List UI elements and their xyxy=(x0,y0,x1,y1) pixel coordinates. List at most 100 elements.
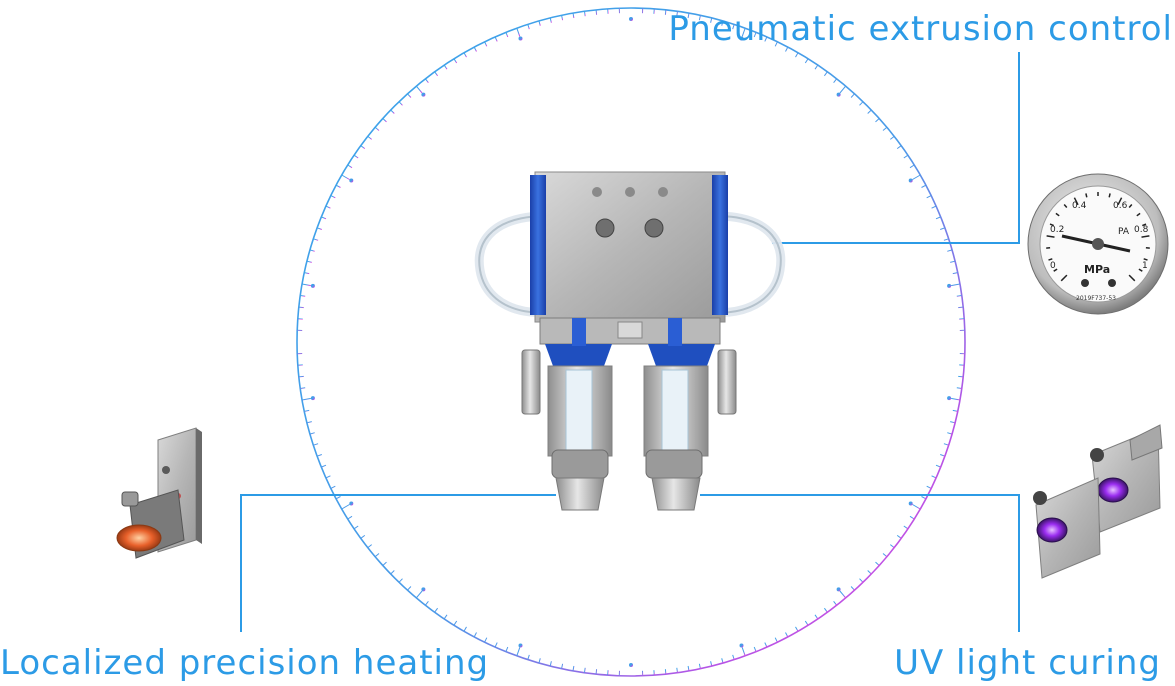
ring-tick xyxy=(398,578,403,583)
ring-tick xyxy=(909,515,915,520)
ring-tick xyxy=(956,295,962,297)
ring-tick xyxy=(527,654,530,660)
ring-tick xyxy=(309,249,315,252)
ring-tick xyxy=(814,614,819,620)
ring-tick xyxy=(882,553,888,558)
gauge-tick-mark xyxy=(1117,197,1123,206)
ring-tick xyxy=(341,504,350,510)
ring-tick xyxy=(875,561,880,566)
ring-tick xyxy=(912,504,921,510)
ring-tick xyxy=(538,658,541,664)
pressure-gauge: 0 0.2 0.4 0.6 0.8 1 PA MPa 2019F737-53 xyxy=(1027,173,1169,315)
gauge-tick-0: 0 xyxy=(1050,261,1056,271)
ring-tick xyxy=(443,614,448,620)
gauge-tick-mark xyxy=(1142,223,1147,227)
ring-tick xyxy=(875,118,880,123)
gauge-tick-mark xyxy=(1128,204,1133,208)
gauge-tick-mark xyxy=(1053,268,1058,272)
ring-tick xyxy=(453,620,458,626)
ring-dot xyxy=(836,92,841,97)
ring-tick xyxy=(584,667,586,673)
ring-tick xyxy=(341,174,350,180)
ring-tick xyxy=(785,632,789,638)
gauge-serial: 2019F737-53 xyxy=(1076,295,1116,302)
ring-tick xyxy=(732,654,735,660)
gauge-tick-mark xyxy=(1128,274,1136,282)
ring-tick xyxy=(313,238,319,241)
ring-tick xyxy=(584,11,586,17)
ring-tick xyxy=(527,24,530,30)
ring-tick xyxy=(698,15,701,21)
ring-tick xyxy=(360,534,366,539)
ring-tick xyxy=(839,590,847,599)
ring-dot xyxy=(739,643,744,648)
ring-tick xyxy=(814,64,819,70)
ring-tick xyxy=(710,661,713,667)
ring-tick xyxy=(676,667,678,673)
ring-tick xyxy=(795,626,799,632)
ring-tick xyxy=(549,17,552,23)
ring-tick xyxy=(950,421,956,424)
ring-tick xyxy=(300,295,306,297)
ring-tick xyxy=(867,109,872,114)
ring-tick xyxy=(425,600,429,606)
ring-tick xyxy=(561,663,564,669)
ring-dot xyxy=(421,92,426,97)
ring-tick xyxy=(951,283,960,287)
gauge-tick-mark xyxy=(1049,223,1054,227)
ring-tick xyxy=(664,669,667,675)
ring-tick xyxy=(425,78,429,84)
ring-tick xyxy=(367,544,373,548)
gauge-tick-mark xyxy=(1055,212,1060,217)
gauge-tick-mark xyxy=(1136,212,1141,217)
gauge-tick-mark xyxy=(1073,197,1079,206)
ring-tick xyxy=(367,136,373,140)
ring-tick xyxy=(912,174,921,180)
ring-tick xyxy=(721,20,724,26)
ring-dot xyxy=(518,36,523,41)
ring-tick xyxy=(889,136,895,140)
ring-tick xyxy=(882,126,888,131)
ring-tick xyxy=(463,626,467,632)
ring-tick xyxy=(505,646,509,652)
connector-pneumatic xyxy=(772,52,1020,244)
ring-tick xyxy=(473,46,477,52)
ring-tick xyxy=(741,27,746,37)
ring-tick xyxy=(453,58,458,64)
gauge-tick-mark xyxy=(1108,193,1111,198)
ring-tick xyxy=(753,32,757,38)
ring-tick xyxy=(741,647,746,657)
ring-tick xyxy=(415,590,423,599)
ring-tick xyxy=(407,93,412,98)
ring-tick xyxy=(859,578,864,583)
ring-tick xyxy=(958,375,964,378)
ring-tick xyxy=(850,586,855,591)
ring-tick xyxy=(795,52,799,58)
ring-dot xyxy=(947,396,952,401)
ring-tick xyxy=(353,154,359,159)
gauge-tick-mark xyxy=(1060,274,1068,282)
ring-tick xyxy=(494,36,498,42)
ring-tick xyxy=(330,195,336,199)
ring-tick xyxy=(321,216,327,220)
ring-dot xyxy=(349,178,354,183)
ring-tick xyxy=(595,9,598,15)
ring-tick xyxy=(950,260,956,263)
ring-tick xyxy=(325,475,331,479)
ring-tick xyxy=(347,515,353,520)
ring-tick xyxy=(958,306,964,309)
ring-dot xyxy=(908,501,913,506)
ring-tick xyxy=(710,17,713,23)
ring-tick xyxy=(309,432,315,435)
ring-tick xyxy=(926,485,932,489)
ring-tick xyxy=(889,544,895,548)
ring-tick xyxy=(382,561,387,566)
ring-dot xyxy=(908,178,913,183)
ring-tick xyxy=(785,46,789,52)
gauge-tick-mark xyxy=(1138,268,1143,272)
ring-tick xyxy=(896,534,902,539)
ring-tick xyxy=(940,227,946,230)
ring-tick xyxy=(325,205,331,209)
ring-tick xyxy=(538,20,541,26)
